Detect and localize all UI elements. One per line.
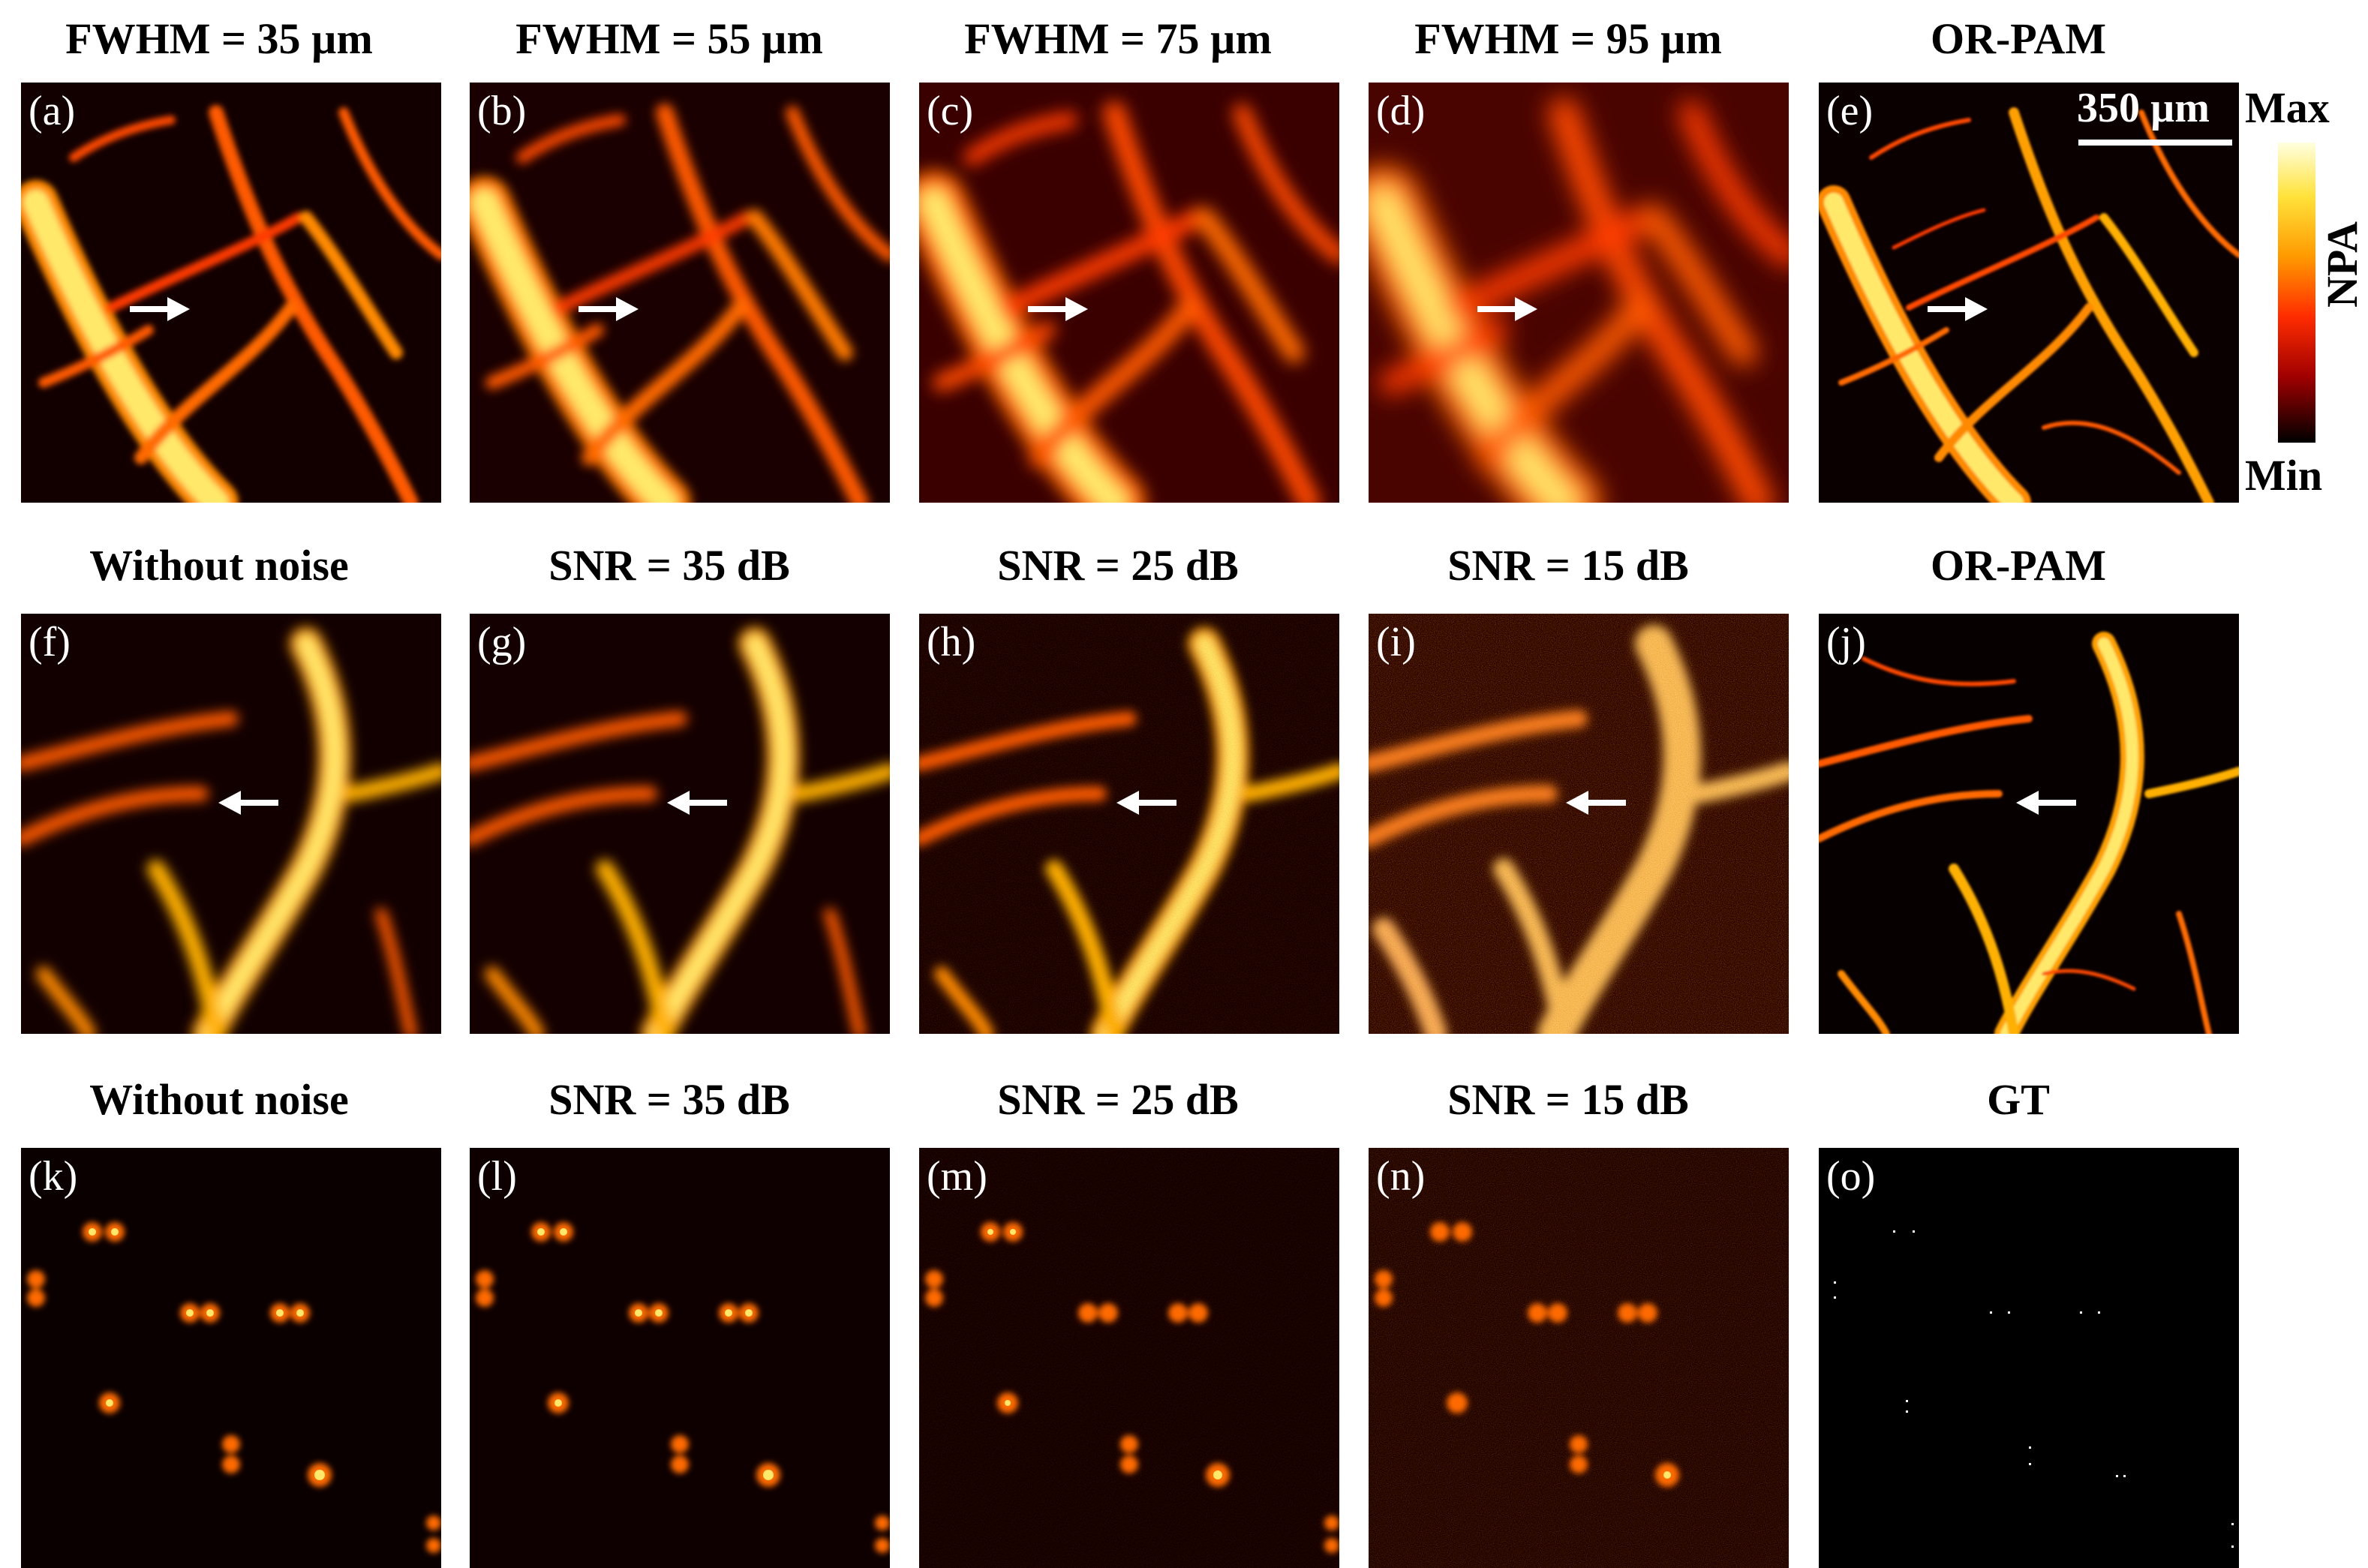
panel-m: (m) [919, 1148, 1339, 1568]
panel-o: (o) [1819, 1148, 2239, 1568]
colorbar-max-label: Max [2245, 83, 2330, 132]
panel-label-e: (e) [1826, 88, 1874, 134]
arrow-left-icon [1116, 791, 1176, 815]
panel-label-l: (l) [477, 1153, 517, 1200]
panel-title-k: Without noise [89, 1075, 349, 1124]
panel-title-j: OR-PAM [1930, 541, 2107, 590]
panel-title-d: FWHM = 95 µm [1414, 14, 1722, 63]
panel-title-g: SNR = 35 dB [548, 541, 790, 590]
panel-j: (j) [1819, 614, 2239, 1034]
panel-label-o: (o) [1826, 1153, 1876, 1200]
scale-bar-label: 350 µm [2077, 85, 2210, 131]
panel-e: (e) [1819, 83, 2239, 503]
dots-image-m [919, 1148, 1339, 1568]
panel-label-a: (a) [29, 88, 76, 134]
arrow-right-icon [1477, 297, 1537, 321]
colorbar: Max NPA Min [2245, 83, 2368, 518]
panel-label-g: (g) [477, 619, 527, 665]
arrow-left-icon [1566, 791, 1626, 815]
arrow-right-icon [1928, 297, 1988, 321]
panel-label-j: (j) [1826, 619, 1866, 665]
panel-title-h: SNR = 25 dB [997, 541, 1239, 590]
colorbar-gradient [2278, 143, 2315, 443]
arrow-left-icon [218, 791, 278, 815]
dots-image-l [470, 1148, 890, 1568]
vessel-image-i [1369, 614, 1789, 1034]
panel-h: (h) [919, 614, 1339, 1034]
panel-label-i: (i) [1376, 619, 1416, 665]
panel-label-c: (c) [927, 88, 974, 134]
panel-label-b: (b) [477, 88, 527, 134]
panel-label-f: (f) [29, 619, 71, 665]
panel-b: (b) [470, 83, 890, 503]
panel-title-b: FWHM = 55 µm [515, 14, 823, 63]
vessel-image-f [21, 614, 441, 1034]
panel-title-m: SNR = 25 dB [997, 1075, 1239, 1124]
panel-label-m: (m) [927, 1153, 987, 1200]
panel-title-o: GT [1987, 1075, 2050, 1124]
panel-title-f: Without noise [89, 541, 349, 590]
dots-image-n [1369, 1148, 1789, 1568]
panel-title-e: OR-PAM [1930, 14, 2107, 63]
arrow-right-icon [130, 297, 190, 321]
colorbar-axis-label: NPA [2318, 221, 2366, 308]
panel-l: (l) [470, 1148, 890, 1568]
figure-grid: FWHM = 35 µm FWHM = 55 µm FWHM = 75 µm F… [21, 14, 2239, 1568]
panel-label-k: (k) [29, 1153, 78, 1200]
vessel-image-d [1369, 83, 1789, 503]
arrow-right-icon [578, 297, 639, 321]
vessel-image-b [470, 83, 890, 503]
panel-g: (g) [470, 614, 890, 1034]
vessel-image-h [919, 614, 1339, 1034]
panel-title-a: FWHM = 35 µm [65, 14, 373, 63]
panel-k: (k) [21, 1148, 441, 1568]
vessel-image-g [470, 614, 890, 1034]
arrow-right-icon [1028, 297, 1088, 321]
vessel-image-a [21, 83, 441, 503]
panel-label-h: (h) [927, 619, 976, 665]
panel-title-l: SNR = 35 dB [548, 1075, 790, 1124]
vessel-image-j [1819, 614, 2239, 1034]
panel-f: (f) [21, 614, 441, 1034]
panel-n: (n) [1369, 1148, 1789, 1568]
panel-title-i: SNR = 15 dB [1447, 541, 1689, 590]
colorbar-min-label: Min [2245, 451, 2323, 500]
vessel-image-c [919, 83, 1339, 503]
dots-image-k [21, 1148, 441, 1568]
vessel-image-e [1819, 83, 2239, 503]
arrow-left-icon [2016, 791, 2076, 815]
panel-label-n: (n) [1376, 1153, 1426, 1200]
panel-i: (i) [1369, 614, 1789, 1034]
panel-d: (d) [1369, 83, 1789, 503]
dots-image-o [1819, 1148, 2239, 1568]
panel-label-d: (d) [1376, 88, 1426, 134]
panel-title-n: SNR = 15 dB [1447, 1075, 1689, 1124]
arrow-left-icon [667, 791, 727, 815]
panel-a: (a) [21, 83, 441, 503]
panel-title-c: FWHM = 75 µm [964, 14, 1272, 63]
panel-c: (c) [919, 83, 1339, 503]
scale-bar [2078, 140, 2232, 146]
